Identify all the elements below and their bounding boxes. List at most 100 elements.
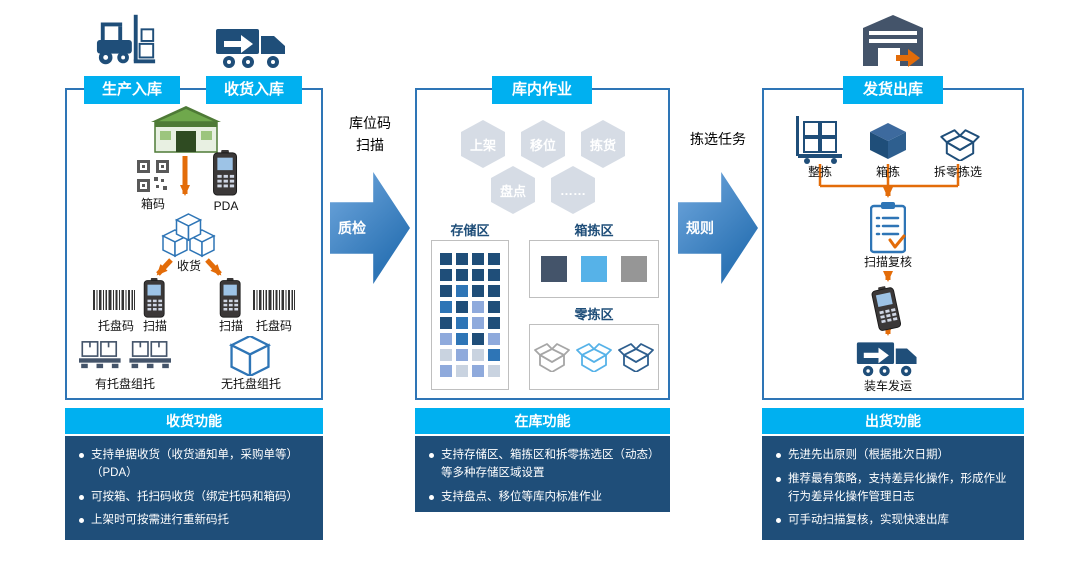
storage-cell <box>456 269 468 281</box>
tag-outbound: 发货出库 <box>843 76 943 104</box>
storage-cell <box>440 285 452 297</box>
inbound-footer-title: 收货功能 <box>65 408 323 434</box>
with-pallet-label: 有托盘组托 <box>94 377 155 391</box>
hex-more: …… <box>551 166 595 214</box>
hex-pick: 拣货 <box>581 120 625 168</box>
bullet-item: 推荐最有策略，支持差异化操作，形成作业行为差异化操作管理日志 <box>774 471 1012 507</box>
scanner-icon <box>219 278 243 318</box>
outbound-footer-title: 出货功能 <box>762 408 1024 434</box>
storage-cell <box>472 301 484 313</box>
storage-cell <box>456 285 468 297</box>
case-pick-cell <box>541 256 567 282</box>
storage-cell <box>440 301 452 313</box>
flow1-arrow: 质检 <box>330 172 410 284</box>
storage-cell <box>488 333 500 345</box>
bullet-dot <box>79 453 84 458</box>
pallet-code-label: 托盘码 <box>97 319 134 333</box>
bullet-dot <box>79 518 84 524</box>
bullet-dot <box>429 453 434 458</box>
storage-zone-box <box>431 240 509 390</box>
storage-cell <box>472 253 484 265</box>
bullet-text: 支持存储区、箱拣区和拆零拣选区（动态）等多种存储区域设置 <box>441 449 654 479</box>
storage-zone-label: 存储区 <box>450 223 490 238</box>
storage-cell <box>456 317 468 329</box>
single-box-icon <box>229 336 271 376</box>
storage-cell <box>488 317 500 329</box>
case-pick-zone-box <box>529 240 659 298</box>
receive-label: 收货 <box>176 259 201 273</box>
scan-label: 扫描 <box>142 319 167 333</box>
full-pick-label: 整拣 <box>807 165 832 179</box>
storage-cell <box>472 365 484 377</box>
pallet-code-label: 托盘码 <box>255 319 292 333</box>
bullet-text: 支持单据收货（收货通知单，采购单等）（PDA） <box>91 449 298 479</box>
warehouse-ops-panel: 上架 移位 拣货 盘点 …… 存储区 箱拣区 零拣区 <box>415 88 670 400</box>
bullet-text: 推荐最有策略，支持差异化操作，形成作业行为差异化操作管理日志 <box>788 472 1007 503</box>
bullet-text: 可按箱、托扫码收货（绑定托码和箱码） <box>91 490 298 503</box>
bullet-item: 支持盘点、移位等库内标准作业 <box>427 489 658 507</box>
pallet-barcode-icon <box>253 290 295 310</box>
pallet-barcode-icon <box>93 290 135 310</box>
bullet-item: 可按箱、托扫码收货（绑定托码和箱码） <box>77 489 311 507</box>
storage-cell <box>456 301 468 313</box>
piece-pick-icon <box>940 128 980 161</box>
bullet-item: 先进先出原则（根据批次日期） <box>774 447 1012 465</box>
inbound-footer-body: 支持单据收货（收货通知单，采购单等）（PDA） 可按箱、托扫码收货（绑定托码和箱… <box>65 436 323 540</box>
storage-cell <box>488 365 500 377</box>
storage-cell <box>440 365 452 377</box>
receive-boxes-icon <box>161 212 217 258</box>
flow2-arrow: 规则 <box>678 172 758 284</box>
tag-production-inbound: 生产入库 <box>84 76 180 104</box>
bullet-dot <box>776 518 781 524</box>
open-box-icon <box>576 343 612 372</box>
piece-pick-zone-label: 零拣区 <box>574 307 614 322</box>
bullet-dot <box>429 494 434 500</box>
ship-label: 装车发运 <box>863 379 912 393</box>
flow1-arrow-label: 质检 <box>338 220 366 236</box>
scan-check-label: 扫描复核 <box>863 255 912 269</box>
bullet-item: 可手动扫描复核，实现快速出库 <box>774 512 1012 530</box>
pallet-groups-icon <box>79 340 171 370</box>
full-pick-icon <box>796 116 844 164</box>
case-pick-cell <box>581 256 607 282</box>
storage-cell <box>440 253 452 265</box>
bullet-text: 上架时可按需进行重新码托 <box>91 514 229 527</box>
storage-cell <box>488 285 500 297</box>
ship-truck-icon <box>856 338 920 378</box>
production-warehouse-icon <box>149 104 223 154</box>
storage-cell <box>440 269 452 281</box>
hex-count: 盘点 <box>491 166 535 214</box>
piece-pick-zone-box <box>529 324 659 390</box>
storage-cell <box>440 333 452 345</box>
checklist-icon <box>870 202 906 254</box>
scanner-icon <box>143 278 167 318</box>
bullet-text: 先进先出原则（根据批次日期） <box>788 449 949 461</box>
storage-cell <box>456 365 468 377</box>
storage-cell <box>488 253 500 265</box>
tag-warehouse-ops: 库内作业 <box>492 76 592 104</box>
pda-label: PDA <box>213 199 239 213</box>
storage-cell <box>488 349 500 361</box>
storage-grid <box>440 253 500 377</box>
storage-cell <box>472 333 484 345</box>
storage-cell <box>472 317 484 329</box>
outbound-warehouse-icon <box>862 14 924 70</box>
tag-receiving-inbound: 收货入库 <box>206 76 302 104</box>
storage-cell <box>488 301 500 313</box>
storage-cell <box>472 349 484 361</box>
without-pallet-label: 无托盘组托 <box>220 377 281 391</box>
bullet-text: 可手动扫描复核，实现快速出库 <box>788 514 949 527</box>
ops-footer-title: 在库功能 <box>415 408 670 434</box>
flow1-label: 库位码 扫描 <box>349 115 391 153</box>
box-code-label: 箱码 <box>140 197 165 211</box>
storage-cell <box>472 269 484 281</box>
storage-cell <box>456 349 468 361</box>
bullet-item: 支持单据收货（收货通知单，采购单等）（PDA） <box>77 447 311 483</box>
inbound-panel: 箱码 PDA 收货 托盘码 扫描 扫描 托盘码 <box>65 88 323 400</box>
scan-label: 扫描 <box>218 319 243 333</box>
outbound-panel: 整拣 箱拣 拆零拣选 扫描复核 装车发运 <box>762 88 1024 400</box>
storage-cell <box>440 317 452 329</box>
piece-pick-label: 拆零拣选 <box>933 165 982 179</box>
bullet-text: 支持盘点、移位等库内标准作业 <box>441 490 602 503</box>
